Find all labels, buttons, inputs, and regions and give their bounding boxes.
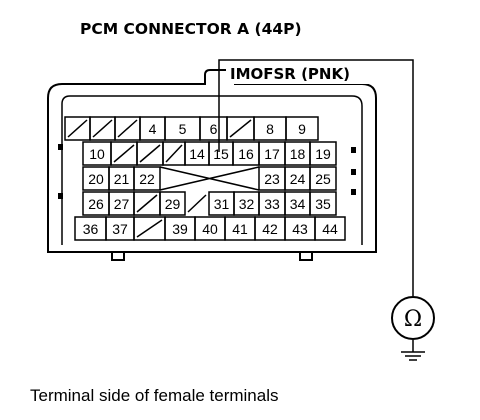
- unused-terminal-slash: [187, 194, 207, 213]
- unused-terminal-slash: [136, 194, 158, 213]
- terminal-number: 33: [264, 196, 280, 212]
- terminal-number: 42: [262, 221, 278, 237]
- diagram-title: PCM CONNECTOR A (44P): [80, 20, 302, 38]
- terminal-number: 15: [213, 146, 229, 162]
- terminal-cavity: [314, 216, 346, 241]
- terminal-number: 29: [165, 196, 181, 212]
- locking-tabs: [58, 144, 356, 199]
- unused-terminal-slash: [136, 219, 163, 238]
- terminal-cavity: [309, 166, 337, 191]
- unused-terminal-slash: [113, 144, 135, 163]
- terminal-number: 6: [210, 121, 218, 137]
- terminal-number: 16: [238, 146, 254, 162]
- ohmmeter-circle: [391, 296, 435, 340]
- terminal-number: 32: [239, 196, 255, 212]
- terminal-number: 4: [149, 121, 157, 137]
- terminal-number: 40: [202, 221, 218, 237]
- terminal-number: 21: [114, 171, 130, 187]
- probe-wiring: [218, 59, 414, 352]
- terminal-cavity: [182, 167, 207, 190]
- terminal-cavity: [160, 167, 182, 190]
- terminal-number: 14: [189, 146, 205, 162]
- terminal-number: 36: [83, 221, 99, 237]
- terminal-number: 17: [264, 146, 280, 162]
- terminal-cavity: [309, 191, 337, 216]
- probe-label-backing: [226, 62, 396, 84]
- terminal-number: 22: [139, 171, 155, 187]
- ohmmeter: Ω: [391, 296, 435, 340]
- unused-terminal-slash: [165, 144, 183, 163]
- unused-terminal-slash: [67, 119, 88, 138]
- terminal-number: 26: [88, 196, 104, 212]
- ohm-symbol: Ω: [404, 307, 422, 332]
- terminal-number: 39: [172, 221, 188, 237]
- blank-area-cross: [159, 166, 260, 191]
- terminal-number: 44: [322, 221, 338, 237]
- unused-terminal-slash: [117, 119, 138, 138]
- ground-icon: [401, 351, 425, 361]
- unused-terminal-slash: [229, 119, 252, 138]
- unused-terminal-slash: [92, 119, 113, 138]
- terminal-cavity: [309, 141, 337, 166]
- terminal-number: 31: [214, 196, 230, 212]
- terminal-number: 35: [315, 196, 331, 212]
- terminal-cavity: [159, 191, 186, 216]
- unused-terminal-slash: [139, 144, 161, 163]
- terminal-cavity: [133, 166, 161, 191]
- terminal-number: 23: [264, 171, 280, 187]
- terminal-number: 10: [89, 146, 105, 162]
- terminal-number: 18: [290, 146, 306, 162]
- terminal-number: 24: [290, 171, 306, 187]
- terminal-cavities: 4 5 6 8 9 10 14 15 16 17 18 19 20 21 22 23 24 25 26 27 29 31 3…: [64, 116, 346, 241]
- terminal-number: 20: [88, 171, 104, 187]
- terminal-number: 25: [315, 171, 331, 187]
- caption: Terminal side of female terminals: [30, 386, 278, 405]
- terminal-number: 27: [114, 196, 130, 212]
- terminal-number: 8: [266, 121, 274, 137]
- terminal-cavity: [285, 116, 319, 141]
- terminal-number: 34: [290, 196, 306, 212]
- terminal-number: 5: [179, 121, 187, 137]
- terminal-number: 41: [232, 221, 248, 237]
- terminal-number: 19: [315, 146, 331, 162]
- probe-label: IMOFSR (PNK): [230, 65, 350, 83]
- terminal-number: 43: [292, 221, 308, 237]
- terminal-number: 37: [112, 221, 128, 237]
- terminal-number: 9: [298, 121, 306, 137]
